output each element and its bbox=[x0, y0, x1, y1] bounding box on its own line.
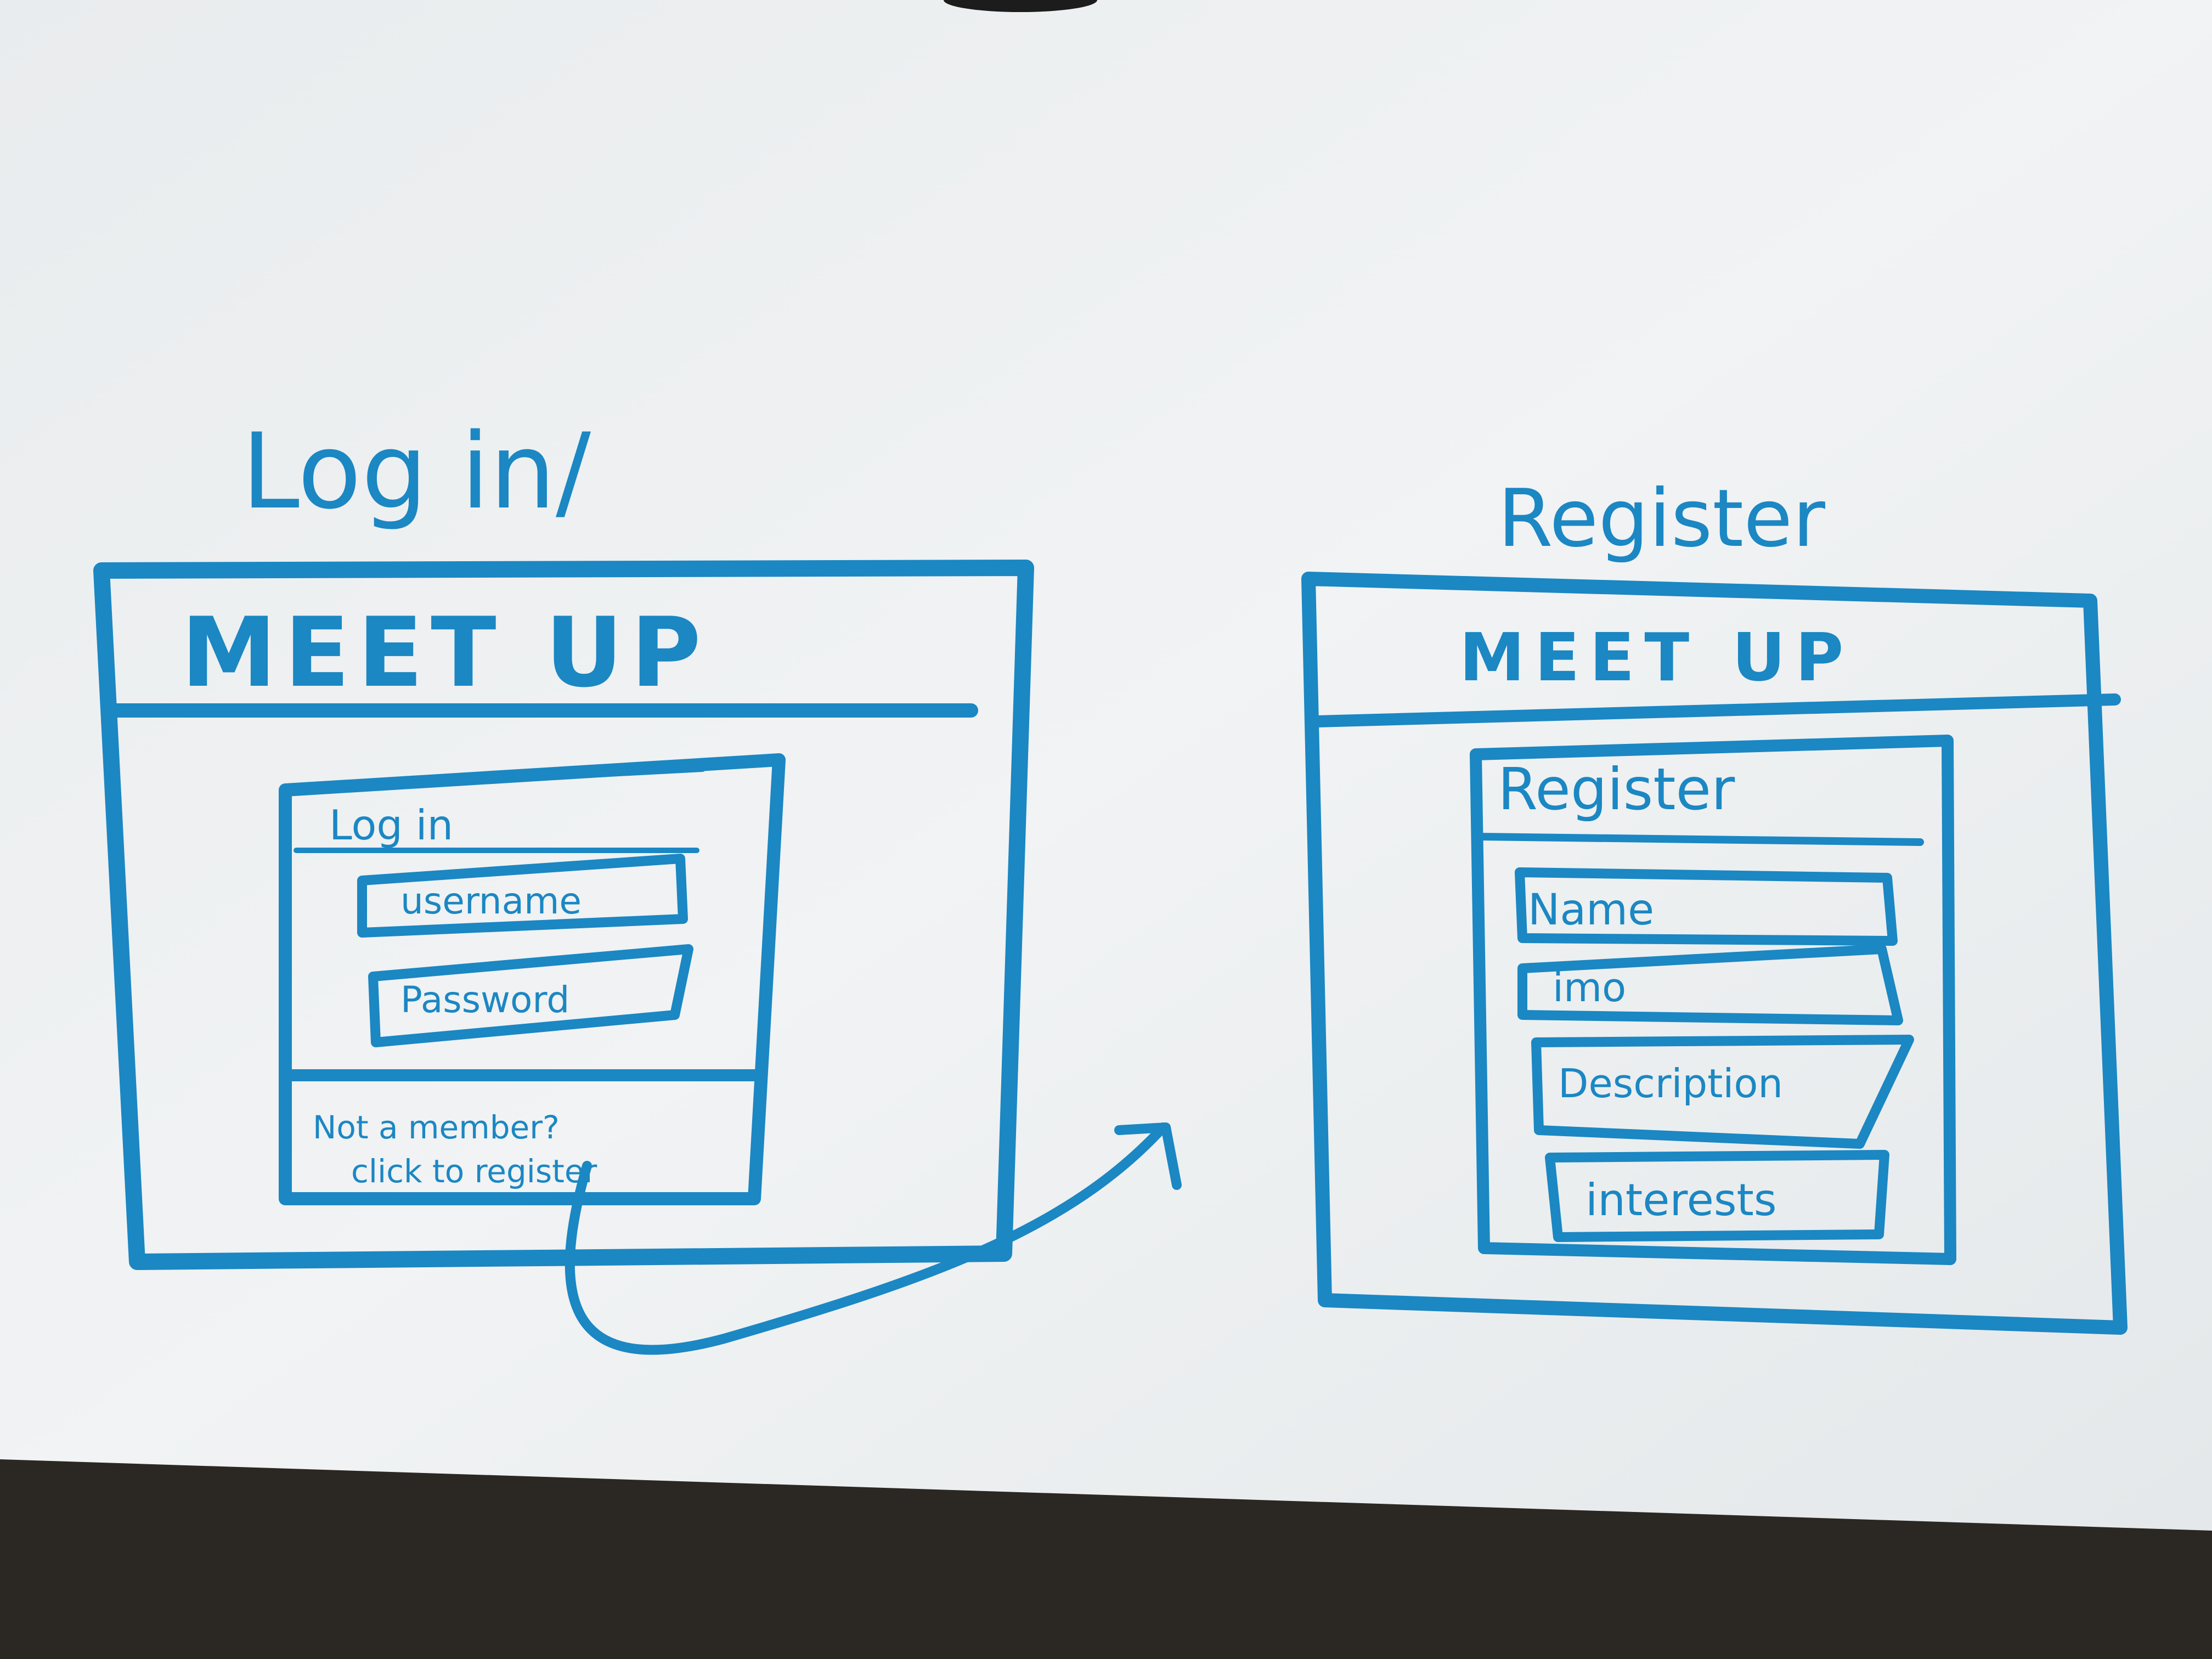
arrow-head bbox=[1114, 1122, 1182, 1190]
imo-field: imo bbox=[1553, 964, 1626, 1011]
register-window-frame bbox=[1301, 572, 2128, 1335]
object-at-top bbox=[944, 0, 1097, 12]
password-field-box bbox=[368, 944, 693, 1047]
register-panel-frame bbox=[1470, 735, 1956, 1265]
whiteboard-surface bbox=[0, 0, 2212, 1531]
username-field: username bbox=[400, 880, 582, 922]
login-caption: Log in/ bbox=[241, 411, 591, 532]
username-field-box bbox=[357, 854, 688, 938]
register-panel-heading: Register bbox=[1498, 756, 1735, 823]
description-field-box bbox=[1531, 1035, 1914, 1149]
register-app-title: MEET UP bbox=[1459, 620, 1853, 696]
register-heading-divider bbox=[1475, 833, 1924, 846]
navigation-arrow bbox=[565, 1122, 1168, 1355]
register-sketch bbox=[1301, 572, 2128, 1335]
register-header-divider bbox=[1311, 693, 2121, 727]
login-window-frame bbox=[93, 560, 1034, 1270]
login-sketch bbox=[93, 560, 1182, 1355]
description-field: Description bbox=[1558, 1060, 1783, 1107]
interests-field: interests bbox=[1585, 1175, 1777, 1226]
login-panel-heading: Log in bbox=[329, 801, 453, 849]
register-prompt-line2: click to register bbox=[351, 1153, 597, 1190]
name-field-box bbox=[1515, 867, 1898, 946]
interests-field-box bbox=[1545, 1150, 1889, 1242]
login-app-title: MEET UP bbox=[181, 597, 709, 709]
register-caption: Register bbox=[1498, 472, 1825, 565]
name-field: Name bbox=[1528, 885, 1654, 935]
password-field: Password bbox=[400, 979, 569, 1021]
login-panel-top-line bbox=[281, 764, 706, 794]
imo-field-box bbox=[1517, 944, 1903, 1025]
register-prompt-line1: Not a member? bbox=[313, 1109, 560, 1146]
